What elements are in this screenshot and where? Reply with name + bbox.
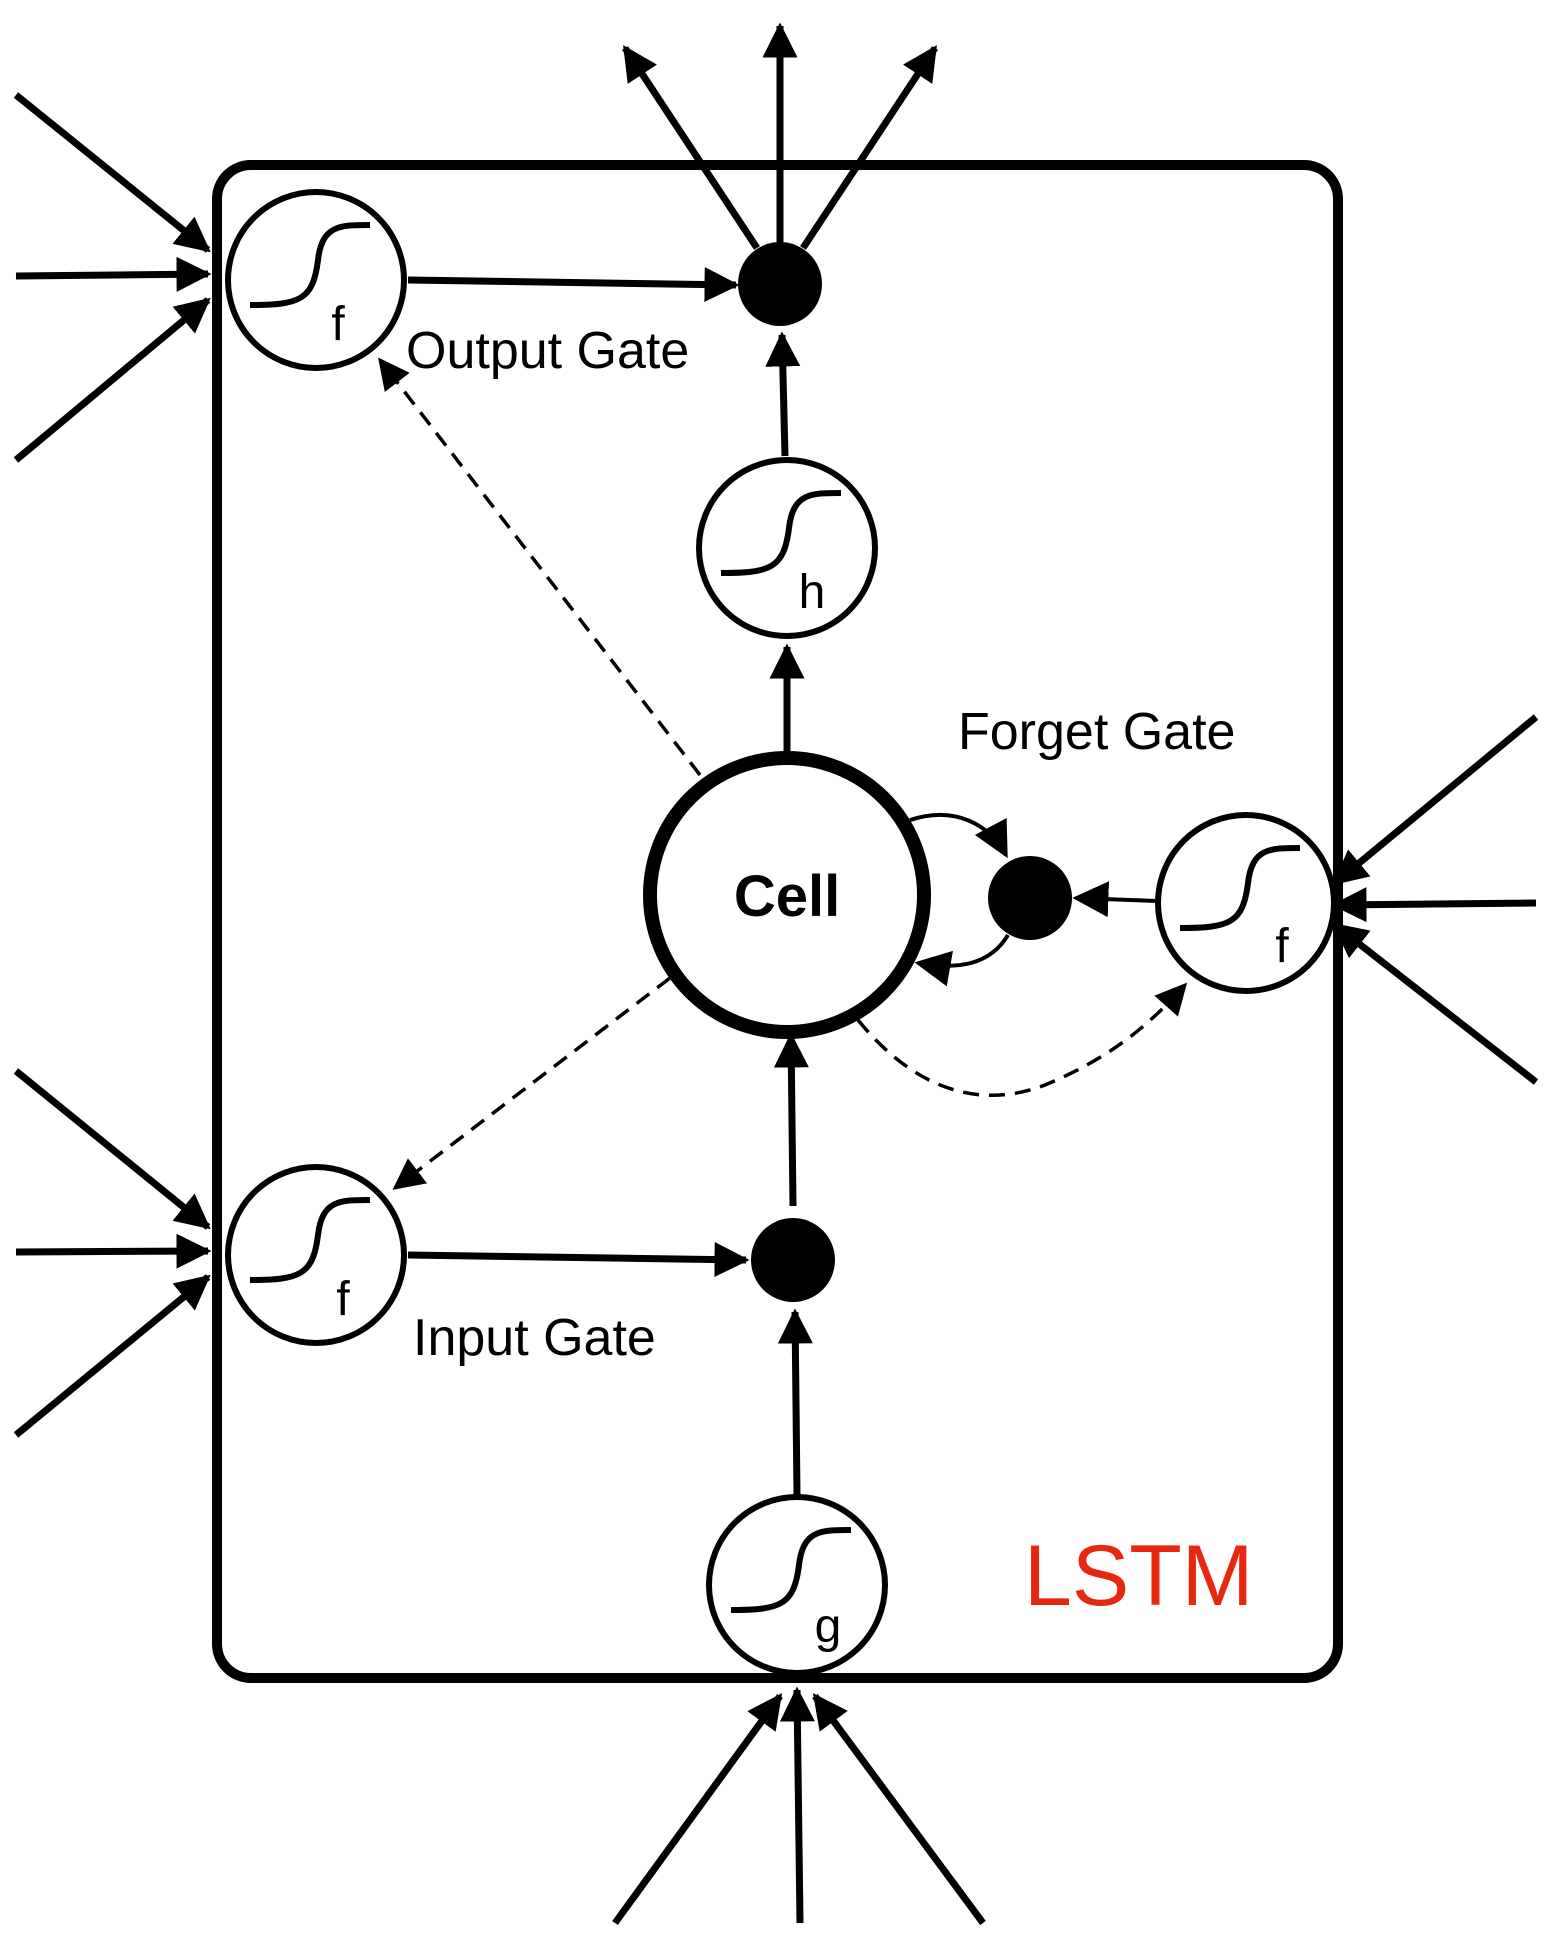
input-arrow: [779, 1686, 815, 1924]
sigmoid-icon: [249, 222, 371, 308]
forget-product-to-cell: [914, 933, 1010, 987]
input-arrow: [13, 1274, 211, 1438]
output-gate-unit: f: [225, 189, 407, 371]
forget-product-node: [988, 856, 1072, 940]
internal-connections: [407, 267, 813, 1496]
output-gate-label: Output Gate: [406, 322, 689, 380]
input-arrow: [612, 1693, 783, 1926]
cell-node: [643, 751, 931, 1039]
input-arrow: [13, 1068, 211, 1230]
forget-gate-unit-label: f: [1275, 920, 1289, 973]
input-arrow: [15, 256, 212, 292]
input-arrow: [13, 297, 211, 463]
input-gate-unit-label: f: [336, 1273, 350, 1326]
input-gate-to-product: [407, 1242, 750, 1278]
output-product-node: [738, 242, 822, 326]
input-arrow: [1332, 714, 1539, 886]
peephole-to-forget-gate: [856, 982, 1188, 1097]
g-to-input-product: [777, 1308, 813, 1496]
output-gate-inputs: [13, 92, 212, 463]
input-arrow: [812, 1693, 986, 1926]
cell-label: Cell: [734, 864, 840, 929]
forget-gate-label: Forget Gate: [958, 703, 1235, 761]
forget-gate-unit: f: [1155, 812, 1337, 994]
forget-gate-to-product: [1072, 881, 1159, 918]
input-arrow: [13, 92, 211, 253]
output-arrow: [800, 45, 938, 250]
block-outputs: [622, 22, 938, 250]
input-arrow: [1332, 922, 1539, 1085]
peephole-to-output-gate: [378, 357, 702, 777]
input-product-to-cell: [773, 1032, 809, 1207]
input-gate-unit: f: [225, 1164, 407, 1346]
lstm-title: LSTM: [1024, 1528, 1253, 1624]
input-arrow: [1331, 887, 1537, 923]
input-product-node: [751, 1218, 835, 1302]
output-gate-to-product: [407, 267, 740, 303]
input-squash-unit: g: [706, 1494, 888, 1676]
input-squash-label: g: [815, 1600, 842, 1653]
peephole-to-input-gate: [392, 976, 672, 1190]
sigmoid-icon: [1179, 845, 1301, 931]
hidden-squash-label: h: [799, 566, 826, 619]
cell-input-arrows: [612, 1686, 986, 1926]
output-arrow: [622, 45, 760, 250]
sigmoid-icon: [720, 490, 842, 576]
sigmoid-icon: [730, 1527, 852, 1613]
cell-to-forget-product: [909, 812, 1008, 859]
hidden-to-output-product: [765, 331, 801, 457]
input-gate-inputs: [13, 1068, 212, 1438]
peephole-connections: [378, 357, 1188, 1190]
sigmoid-icon: [249, 1197, 371, 1283]
hidden-squash-unit: h: [696, 457, 878, 639]
input-gate-label: Input Gate: [413, 1309, 656, 1367]
output-gate-unit-label: f: [331, 298, 345, 351]
input-arrow: [15, 1233, 212, 1269]
forget-gate-inputs: [1331, 714, 1539, 1085]
forget-connections: [909, 812, 1159, 987]
